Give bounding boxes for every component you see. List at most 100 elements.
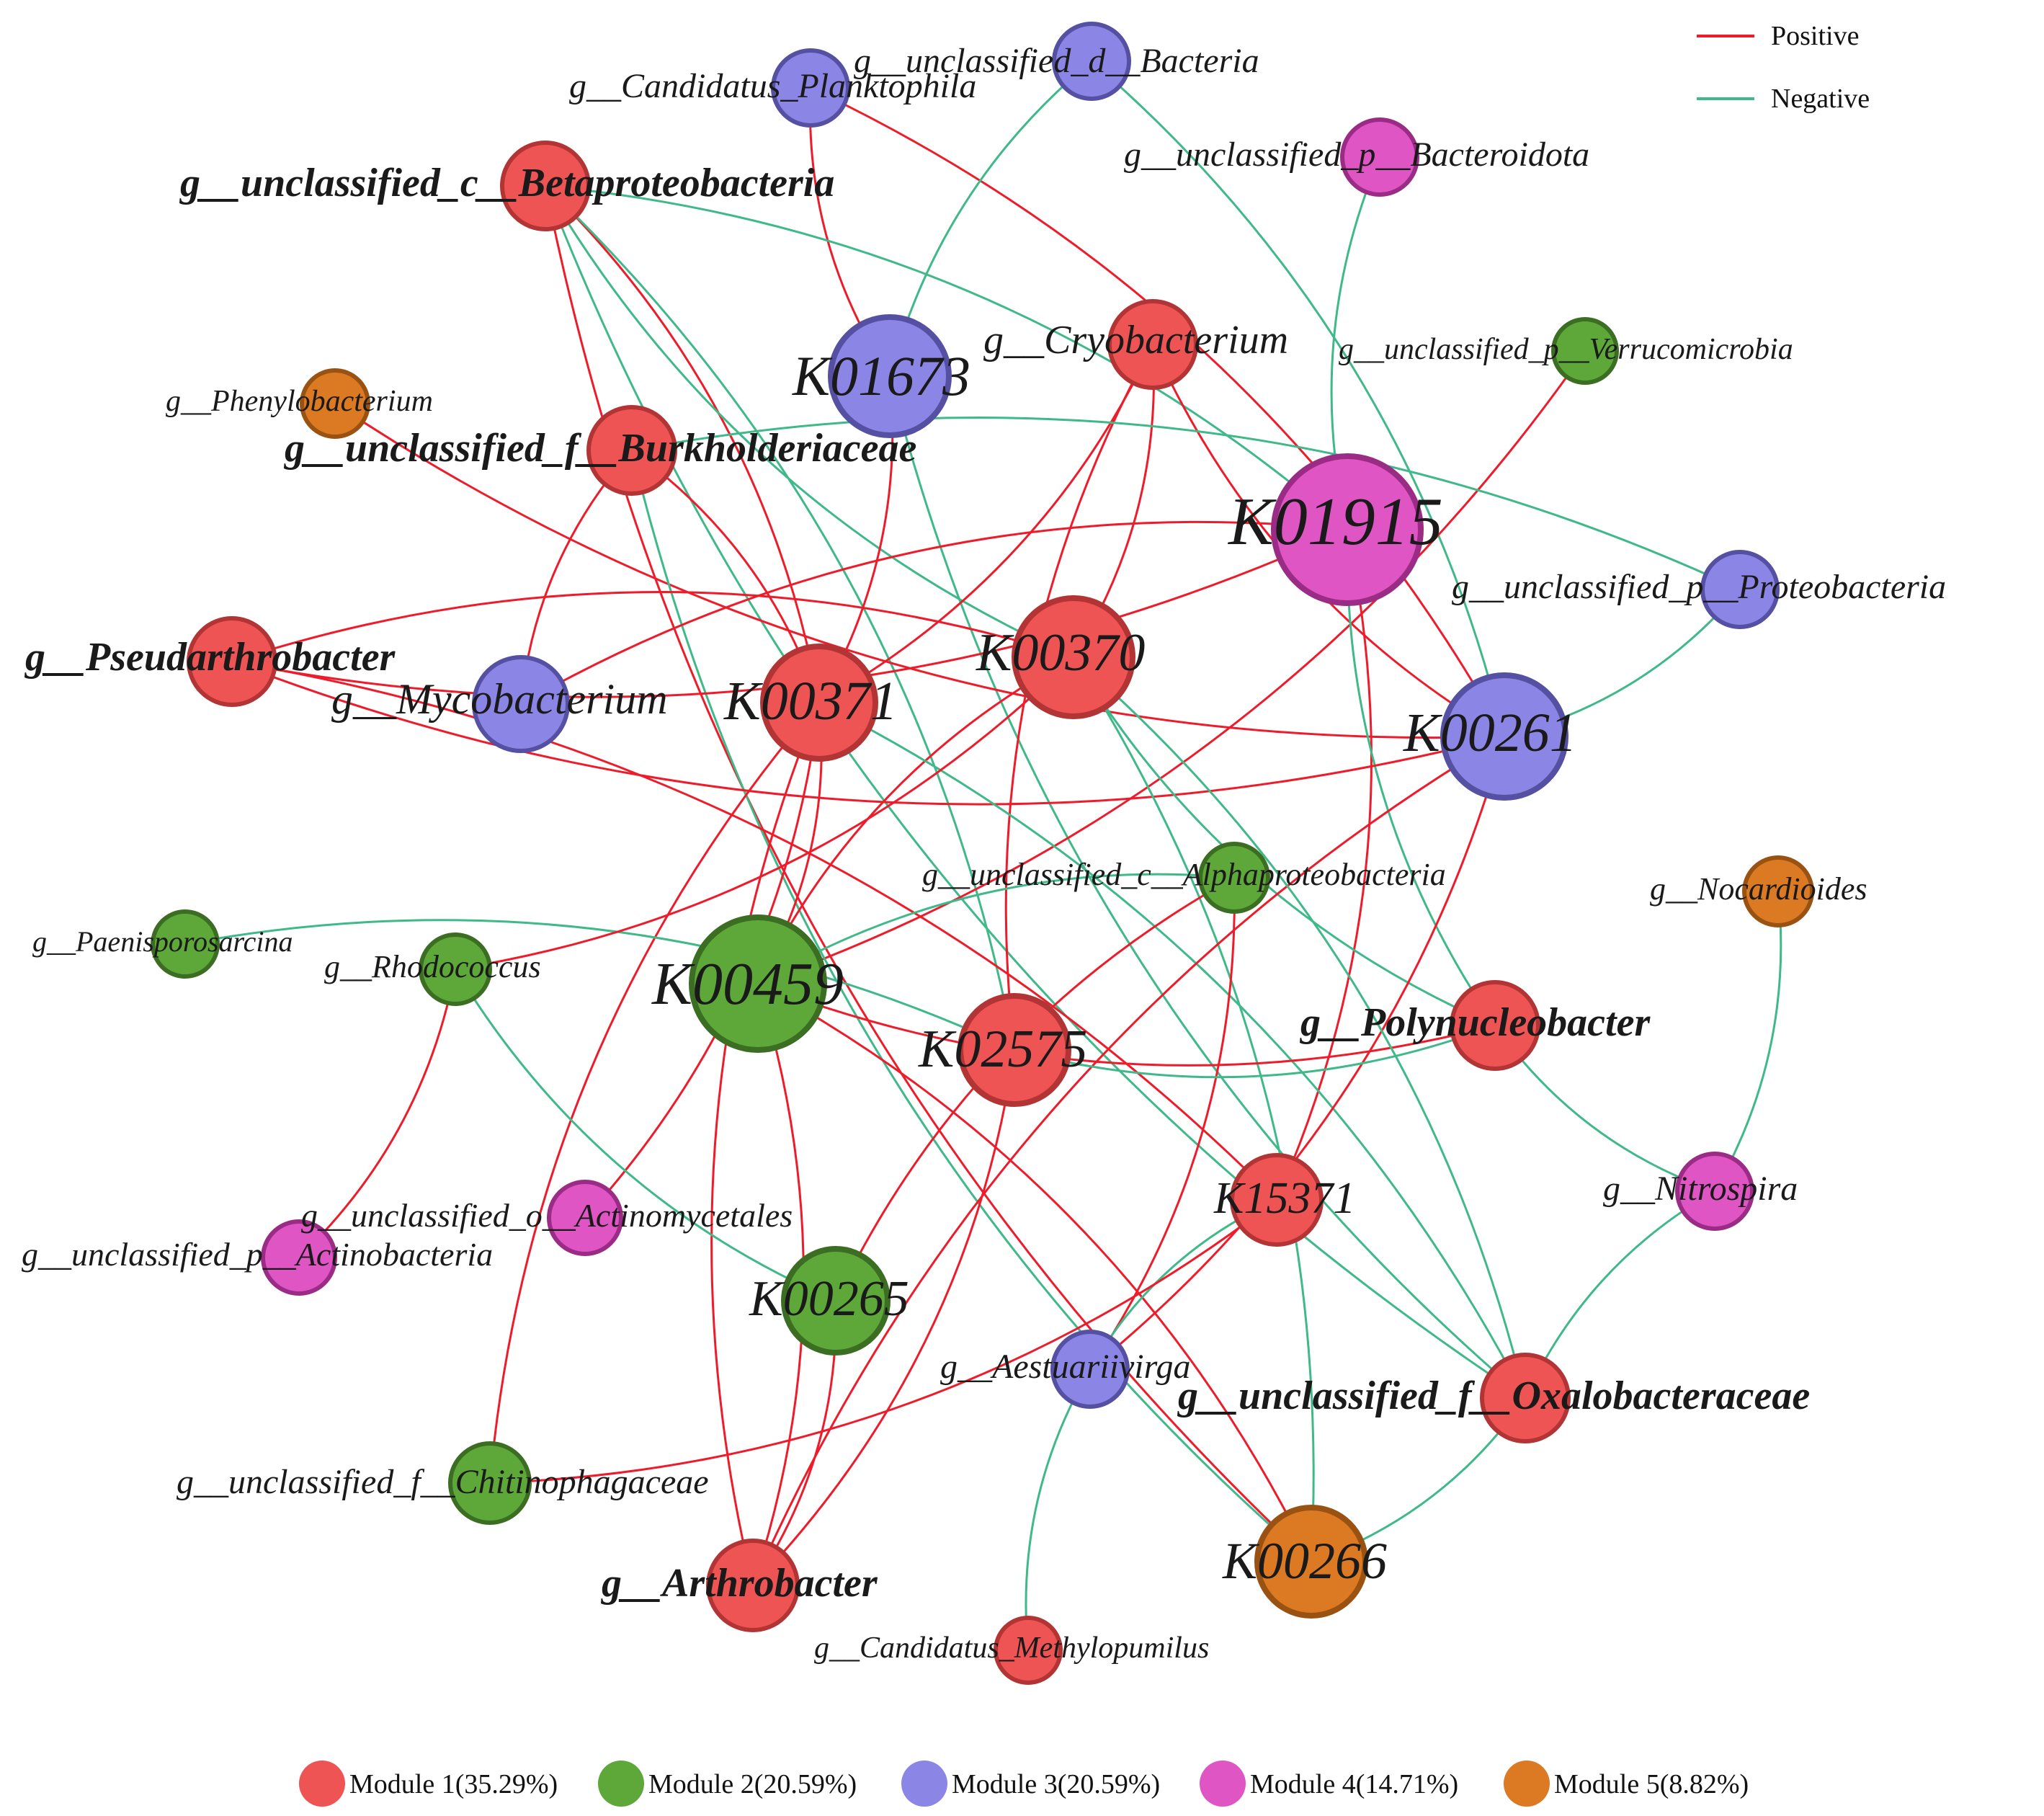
module-5-swatch <box>1504 1761 1550 1807</box>
edge-positive-K01915-mycobacterium <box>520 520 1348 706</box>
negative-legend-label: Negative <box>1771 84 1870 114</box>
edge-negative-aestuariivirga-methylopumilus <box>1025 1368 1092 1651</box>
node-label-K01673: K01673 <box>792 344 970 407</box>
node-alphaproteo <box>1198 842 1270 914</box>
node-label-alphaproteo: g__unclassified_c__Alphaproteobacteria <box>922 857 1446 892</box>
node-label-planktophila: g__Candidatus_Planktophila <box>569 67 976 105</box>
node-aestuariivirga <box>1050 1330 1130 1409</box>
node-label-verrucomicrobia: g__unclassified_p__Verrucomicrobia <box>1339 333 1793 366</box>
node-label-K00266: K00266 <box>1222 1532 1387 1590</box>
edge-positive-planktophila-K00261 <box>810 86 1506 737</box>
node-label-K00265: K00265 <box>749 1271 909 1327</box>
edge-positive-K00459-K00266 <box>757 982 1313 1562</box>
edge-negative-bacteria-K00261 <box>1091 60 1506 737</box>
node-label-methylopumilus: g__Candidatus_Methylopumilus <box>814 1632 1209 1665</box>
node-K01673 <box>828 314 952 438</box>
node-cryobacterium <box>1107 299 1198 390</box>
node-label-proteobacteria: g__unclassified_p__Proteobacteria <box>1452 568 1946 606</box>
edge-negative-burkholderiaceae-proteobacteria <box>631 417 1741 591</box>
edge-positive-pseudarthrobacter-K15371 <box>231 660 1278 1201</box>
node-bacteria <box>1052 22 1131 101</box>
node-K00459 <box>689 914 827 1053</box>
node-K00266 <box>1254 1505 1368 1619</box>
module-5-label: Module 5(8.82%) <box>1554 1769 1749 1799</box>
module-4-label: Module 4(14.71%) <box>1250 1769 1458 1799</box>
node-betaproteo <box>500 141 591 231</box>
node-proteobacteria <box>1700 550 1780 629</box>
edge-positive-verrucomicrobia-K00459 <box>757 350 1586 985</box>
edge-positive-rhodococcus-actinobacteria <box>298 969 457 1259</box>
node-pseudarthrobacter <box>187 616 277 707</box>
node-bacteroidota <box>1340 117 1419 197</box>
edge-negative-K01673-oxalobacteraceae <box>888 375 1526 1399</box>
edge-positive-K00261-aestuariivirga <box>1089 736 1506 1371</box>
node-label-K00371: K00371 <box>723 671 898 731</box>
edge-negative-paenisporosarcina-K02575 <box>184 919 1015 1051</box>
node-label-K02575: K02575 <box>918 1020 1087 1079</box>
labels-layer: g__unclassified_d__Bacteriag__Candidatus… <box>22 42 1946 1665</box>
edge-positive-K01915-K15371 <box>1275 529 1373 1201</box>
node-nocardioides <box>1742 855 1814 927</box>
node-label-mycobacterium: g__Mycobacterium <box>331 675 668 723</box>
module-legend: Module 1(35.29%) Module 2(20.59%) Module… <box>299 1761 1749 1807</box>
edge-legend: Positive Negative <box>1697 21 1870 114</box>
node-label-pseudarthrobacter: g__Pseudarthrobacter <box>24 635 396 680</box>
module-2-label: Module 2(20.59%) <box>648 1769 857 1799</box>
node-label-rhodococcus: g__Rhodococcus <box>324 949 541 984</box>
node-verrucomicrobia <box>1551 317 1619 385</box>
edge-negative-alphaproteo-K00459 <box>757 873 1235 985</box>
module-4-swatch <box>1200 1761 1246 1807</box>
node-K00370 <box>1012 595 1135 719</box>
edge-positive-K00371-chitinophagaceae <box>488 702 821 1484</box>
edge-negative-K00371-oxalobacteraceae <box>818 701 1527 1399</box>
node-nitrospira <box>1675 1152 1754 1231</box>
node-label-K00459: K00459 <box>651 951 844 1018</box>
node-label-chitinophagaceae: g__unclassified_f__Chitinophagaceae <box>177 1463 709 1501</box>
edge-negative-K02575-polynucleobacter <box>1014 1024 1496 1079</box>
edge-positive-betaproteo-K00371 <box>544 184 821 703</box>
edge-negative-K01915-polynucleobacter <box>1346 529 1496 1026</box>
node-label-K15371: K15371 <box>1213 1174 1355 1223</box>
node-oxalobacteraceae <box>1480 1353 1571 1443</box>
node-label-K01915: K01915 <box>1227 484 1443 559</box>
node-paenisporosarcina <box>151 909 220 979</box>
node-methylopumilus <box>994 1616 1063 1685</box>
node-label-K00370: K00370 <box>976 623 1145 682</box>
node-label-K00261: K00261 <box>1403 703 1577 763</box>
node-K00265 <box>781 1246 891 1356</box>
node-label-arthrobacter: g__Arthrobacter <box>600 1561 878 1606</box>
node-label-burkholderiaceae: g__unclassified_f__Burkholderiaceae <box>283 426 916 471</box>
node-chitinophagaceae <box>448 1441 532 1525</box>
node-label-paenisporosarcina: g__Paenisporosarcina <box>32 925 293 958</box>
node-K02575 <box>958 993 1071 1107</box>
node-rhodococcus <box>419 933 492 1006</box>
edge-positive-K00371-arthrobacter <box>710 702 821 1586</box>
module-2-swatch <box>598 1761 644 1807</box>
node-label-oxalobacteraceae: g__unclassified_f__Oxalobacteraceae <box>1177 1374 1810 1418</box>
module-1-label: Module 1(35.29%) <box>349 1769 558 1799</box>
node-burkholderiaceae <box>586 405 677 496</box>
node-label-phenylobacterium: g__Phenylobacterium <box>166 385 433 418</box>
edge-positive-pseudarthrobacter-K00370 <box>231 591 1074 663</box>
node-phenylobacterium <box>300 368 370 439</box>
edge-positive-alphaproteo-aestuariivirga <box>1089 877 1236 1370</box>
node-actinomycetales <box>547 1180 623 1256</box>
module-3-swatch <box>901 1761 947 1807</box>
node-arthrobacter <box>706 1539 800 1632</box>
node-planktophila <box>771 48 850 128</box>
edge-negative-K00370-oxalobacteraceae <box>1073 656 1527 1399</box>
node-K00261 <box>1440 672 1568 801</box>
node-K01915 <box>1271 453 1424 606</box>
edge-positive-phenylobacterium-K00261 <box>334 402 1505 739</box>
edge-negative-betaproteo-K01915 <box>545 184 1348 531</box>
edge-positive-K00459-polynucleobacter <box>757 982 1496 1067</box>
edge-positive-K02575-arthrobacter <box>751 1049 1016 1587</box>
positive-legend-label: Positive <box>1771 21 1859 51</box>
node-label-bacteroidota: g__unclassified_p__Bacteroidota <box>1124 135 1589 174</box>
edge-negative-betaproteo-K02575 <box>544 184 1016 1051</box>
module-3-label: Module 3(20.59%) <box>952 1769 1160 1799</box>
node-label-bacteria: g__unclassified_d__Bacteria <box>854 42 1259 80</box>
node-label-betaproteo: g__unclassified_c__Betaproteobacteria <box>179 161 834 205</box>
edge-negative-K00370-K00266 <box>1072 656 1315 1562</box>
node-K15371 <box>1230 1153 1324 1247</box>
